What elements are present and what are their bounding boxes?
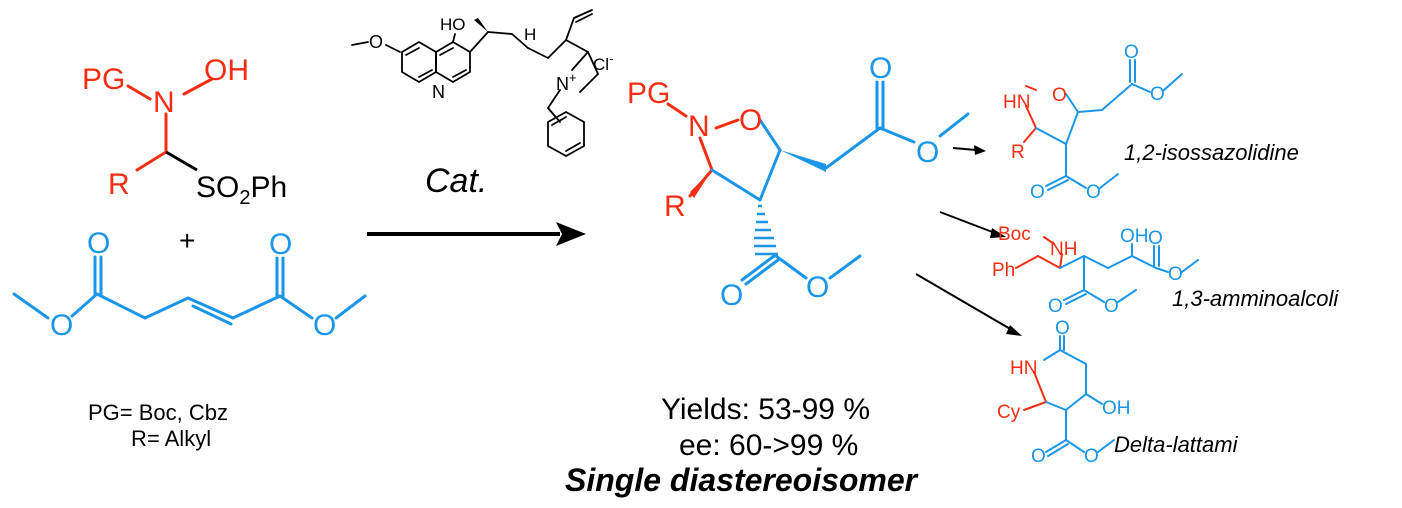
diester-o-ether-right: O <box>313 309 336 342</box>
derivative1-label: 1,2-isossazolidine <box>1124 140 1299 165</box>
conditions-pg: PG= Boc, Cbz <box>88 400 228 425</box>
derivative1-hn: HN <box>1003 92 1030 113</box>
reagent-diester: O O O O <box>12 227 367 342</box>
product-n-label: N <box>688 110 710 143</box>
catalyst-plus-charge: + <box>569 70 577 85</box>
catalyst-bonds <box>351 9 599 158</box>
reagent-so-text: SO <box>196 171 239 204</box>
derivative1-blue-bonds <box>1035 59 1183 191</box>
catalyst-quinoline-n: N <box>432 82 445 102</box>
catalyst-quaternary-n: N+ <box>556 70 577 94</box>
derivative2-o-c: O <box>1048 296 1063 317</box>
product-o-bottom-ether: O <box>806 271 829 304</box>
arrow-head-1 <box>974 145 986 155</box>
arrow-head-2 <box>990 228 1006 238</box>
reagent-so2-subscript: 2 <box>239 187 250 209</box>
results-yields: Yields: 53-99 % <box>661 393 870 426</box>
product-pg-label: PG <box>627 77 670 110</box>
derivative2-o-b: O <box>1168 264 1183 285</box>
product-wedge-side-chain <box>780 150 826 172</box>
product-blue-bonds <box>710 80 970 286</box>
reagent-sulfone-s-bond <box>165 150 198 172</box>
derivative3-cy: Cy <box>997 402 1021 423</box>
results-diastereo: Single diastereoisomer <box>565 462 919 498</box>
diester-o-ether-left: O <box>50 309 73 342</box>
derivative3-o-a: O <box>1031 446 1046 467</box>
product-r-label: R <box>664 190 686 223</box>
reagent-oh-label: OH <box>204 54 249 87</box>
product-hashed-bond <box>754 204 778 256</box>
derivative1-r: R <box>1011 142 1025 163</box>
catalyst-ho-label: HO <box>440 15 466 34</box>
product-o-ring-label: O <box>739 104 762 137</box>
derivative3-o-b: O <box>1084 446 1099 467</box>
derivative-arrows <box>915 147 1013 331</box>
catalyst-structure: O N HO H N+ Cl- <box>351 9 613 158</box>
arrow-head-3 <box>1006 325 1022 336</box>
reagent-ph-text: Ph <box>250 171 287 204</box>
derivative1-o-d: O <box>1086 182 1101 203</box>
product-o-bottom-carbonyl: O <box>720 279 743 312</box>
catalyst-wedge-bond <box>474 18 488 32</box>
derivative3-blue-bonds <box>1043 335 1115 457</box>
diester-o-carbonyl-left: O <box>87 227 110 260</box>
reagent-diester-bonds <box>12 255 367 326</box>
reagent-n-label: N <box>153 86 175 119</box>
catalyst-h-label: H <box>524 25 536 44</box>
reagent-sulfone: PG N OH R SO2Ph <box>82 54 287 209</box>
conditions-r: R= Alkyl <box>131 426 211 451</box>
diester-o-carbonyl-right: O <box>269 228 292 261</box>
results-ee: ee: 60->99 % <box>679 429 858 462</box>
derivative-isoxazolidine: HN O R O O O O <box>1003 42 1183 203</box>
reagent-pg-label: PG <box>82 63 125 96</box>
derivative2-o-a: O <box>1148 228 1163 249</box>
product-o-top-ether: O <box>916 136 939 169</box>
derivative1-o-ring: O <box>1052 85 1067 106</box>
derivative1-o-c: O <box>1030 182 1045 203</box>
derivative3-o-carbonyl: O <box>1055 318 1070 339</box>
derivative2-label: 1,3-amminoalcoli <box>1172 286 1339 311</box>
catalyst-n-text: N <box>556 74 569 94</box>
derivative3-red-bonds <box>1023 371 1047 411</box>
reaction-arrow-head <box>556 222 586 246</box>
derivative2-ph: Ph <box>992 260 1015 281</box>
catalyst-o-methoxy: O <box>369 32 383 52</box>
catalyst-chloride: Cl- <box>593 51 613 74</box>
derivative1-o-b: O <box>1150 84 1165 105</box>
derivative-aminoalcohol: Boc NH OH Ph O O O O <box>992 224 1199 317</box>
derivative2-nh: NH <box>1050 239 1077 260</box>
reagent-so2ph-label: SO2Ph <box>196 171 287 209</box>
reagent-r-label: R <box>108 168 130 201</box>
catalyst-label: Cat. <box>425 162 487 200</box>
derivative3-hn: HN <box>1010 358 1037 379</box>
derivative3-oh: OH <box>1102 398 1131 419</box>
catalyst-cl-text: Cl <box>593 55 609 74</box>
derivative2-o-d: O <box>1104 296 1119 317</box>
product-isoxazolidine: PG N O R O O O O <box>627 52 970 312</box>
product-o-top-carbonyl: O <box>869 52 892 85</box>
catalyst-cl-charge: - <box>609 51 613 66</box>
derivative1-o-a: O <box>1124 42 1139 63</box>
derivative1-red-bonds <box>1023 85 1037 143</box>
derivative2-red-bonds <box>1015 236 1063 269</box>
derivative2-blue-bonds <box>1059 243 1199 305</box>
reagent-sulfone-bonds <box>126 77 214 172</box>
derivative3-label: Delta-lattami <box>1114 432 1239 457</box>
derivative2-oh: OH <box>1120 226 1149 247</box>
product-wedge-r <box>690 170 712 198</box>
derivative2-boc: Boc <box>998 224 1031 245</box>
derivative-lactam: HN O Cy OH O O <box>997 318 1131 467</box>
plus-sign: + <box>179 225 195 256</box>
